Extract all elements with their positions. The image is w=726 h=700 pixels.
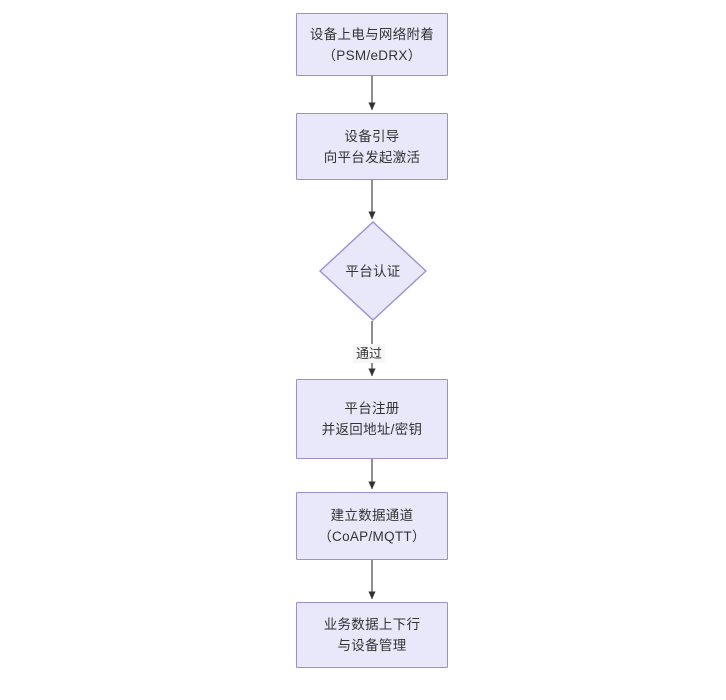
node-label-line: 业务数据上下行 xyxy=(323,617,421,632)
node-data-channel[interactable]: 建立数据通道 （CoAP/MQTT） xyxy=(296,492,448,560)
node-label-line: 建立数据通道 xyxy=(330,508,414,523)
node-label-line: 并返回地址/密钥 xyxy=(321,422,423,437)
node-label-line: （PSM/eDRX） xyxy=(322,47,422,63)
node-device-power-on[interactable]: 设备上电与网络附着 （PSM/eDRX） xyxy=(296,13,448,76)
node-label-line: 设备引导 xyxy=(344,128,400,144)
node-label-line: 设备上电与网络附着 xyxy=(309,26,435,42)
diamond-shape xyxy=(319,221,427,321)
node-label-line: （CoAP/MQTT） xyxy=(318,529,426,544)
node-label-line: 与设备管理 xyxy=(337,638,407,653)
node-business-data[interactable]: 业务数据上下行 与设备管理 xyxy=(296,602,448,668)
node-device-bootstrap[interactable]: 设备引导 向平台发起激活 xyxy=(296,113,448,180)
node-platform-registration[interactable]: 平台注册 并返回地址/密钥 xyxy=(296,379,448,459)
node-platform-authentication[interactable]: 平台认证 xyxy=(319,221,427,321)
node-label-line: 平台认证 xyxy=(345,263,401,279)
node-label-line: 向平台发起激活 xyxy=(323,149,421,165)
node-label-line: 平台注册 xyxy=(344,401,400,416)
edge-label-pass: 通过 xyxy=(353,344,386,363)
